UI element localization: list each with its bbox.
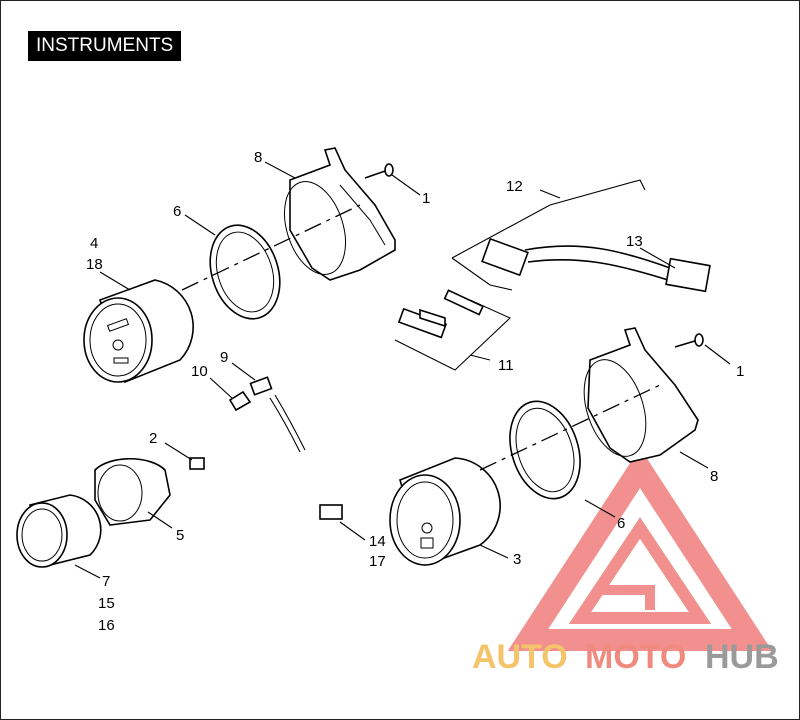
mount-bracket (94, 457, 171, 526)
callout-14: 14 (369, 533, 386, 550)
callout-1-bottom: 1 (736, 363, 744, 380)
callout-8-bottom: 8 (710, 468, 718, 485)
watermark-moto: MOTO (585, 638, 686, 676)
callout-11: 11 (498, 357, 514, 374)
callout-4: 4 (90, 235, 98, 252)
watermark-auto: AUTO (472, 638, 568, 676)
callout-18: 18 (86, 256, 103, 273)
tachometer-small (16, 494, 102, 568)
callout-2: 2 (149, 430, 157, 447)
callout-labels: 8 1 6 4 18 12 13 11 9 10 2 5 7 15 16 14 … (86, 149, 744, 634)
speedometer-right (389, 457, 501, 567)
watermark-logo (507, 447, 773, 651)
nut (189, 457, 205, 470)
callout-8-top: 8 (254, 149, 262, 166)
callout-15: 15 (98, 595, 115, 612)
bracket-parts (397, 289, 484, 339)
callout-5: 5 (176, 527, 184, 544)
watermark-text: AUTO MOTO HUB (472, 638, 779, 676)
callout-7: 7 (102, 573, 110, 590)
callout-6-top: 6 (173, 203, 181, 220)
indicator-bulb (228, 376, 306, 453)
page-title: INSTRUMENTS (28, 31, 182, 61)
callout-13: 13 (626, 233, 643, 250)
housing-left (284, 147, 396, 281)
callout-9: 9 (220, 349, 228, 366)
wiring-harness (481, 237, 711, 293)
housing-right (583, 327, 699, 463)
callout-3: 3 (513, 551, 521, 568)
socket (319, 504, 343, 520)
callout-6-bottom: 6 (617, 515, 625, 532)
gasket-ring-right (509, 400, 581, 500)
callout-12: 12 (506, 178, 523, 195)
speedometer-left (83, 279, 194, 384)
callout-1-top: 1 (422, 190, 430, 207)
leader-lines (74, 161, 731, 579)
screw-right (674, 333, 704, 348)
callout-10: 10 (191, 363, 208, 380)
gasket-ring-left (209, 224, 281, 320)
watermark-hub: HUB (705, 638, 779, 676)
callout-17: 17 (369, 553, 386, 570)
callout-16: 16 (98, 617, 115, 634)
screw-left (364, 163, 394, 179)
